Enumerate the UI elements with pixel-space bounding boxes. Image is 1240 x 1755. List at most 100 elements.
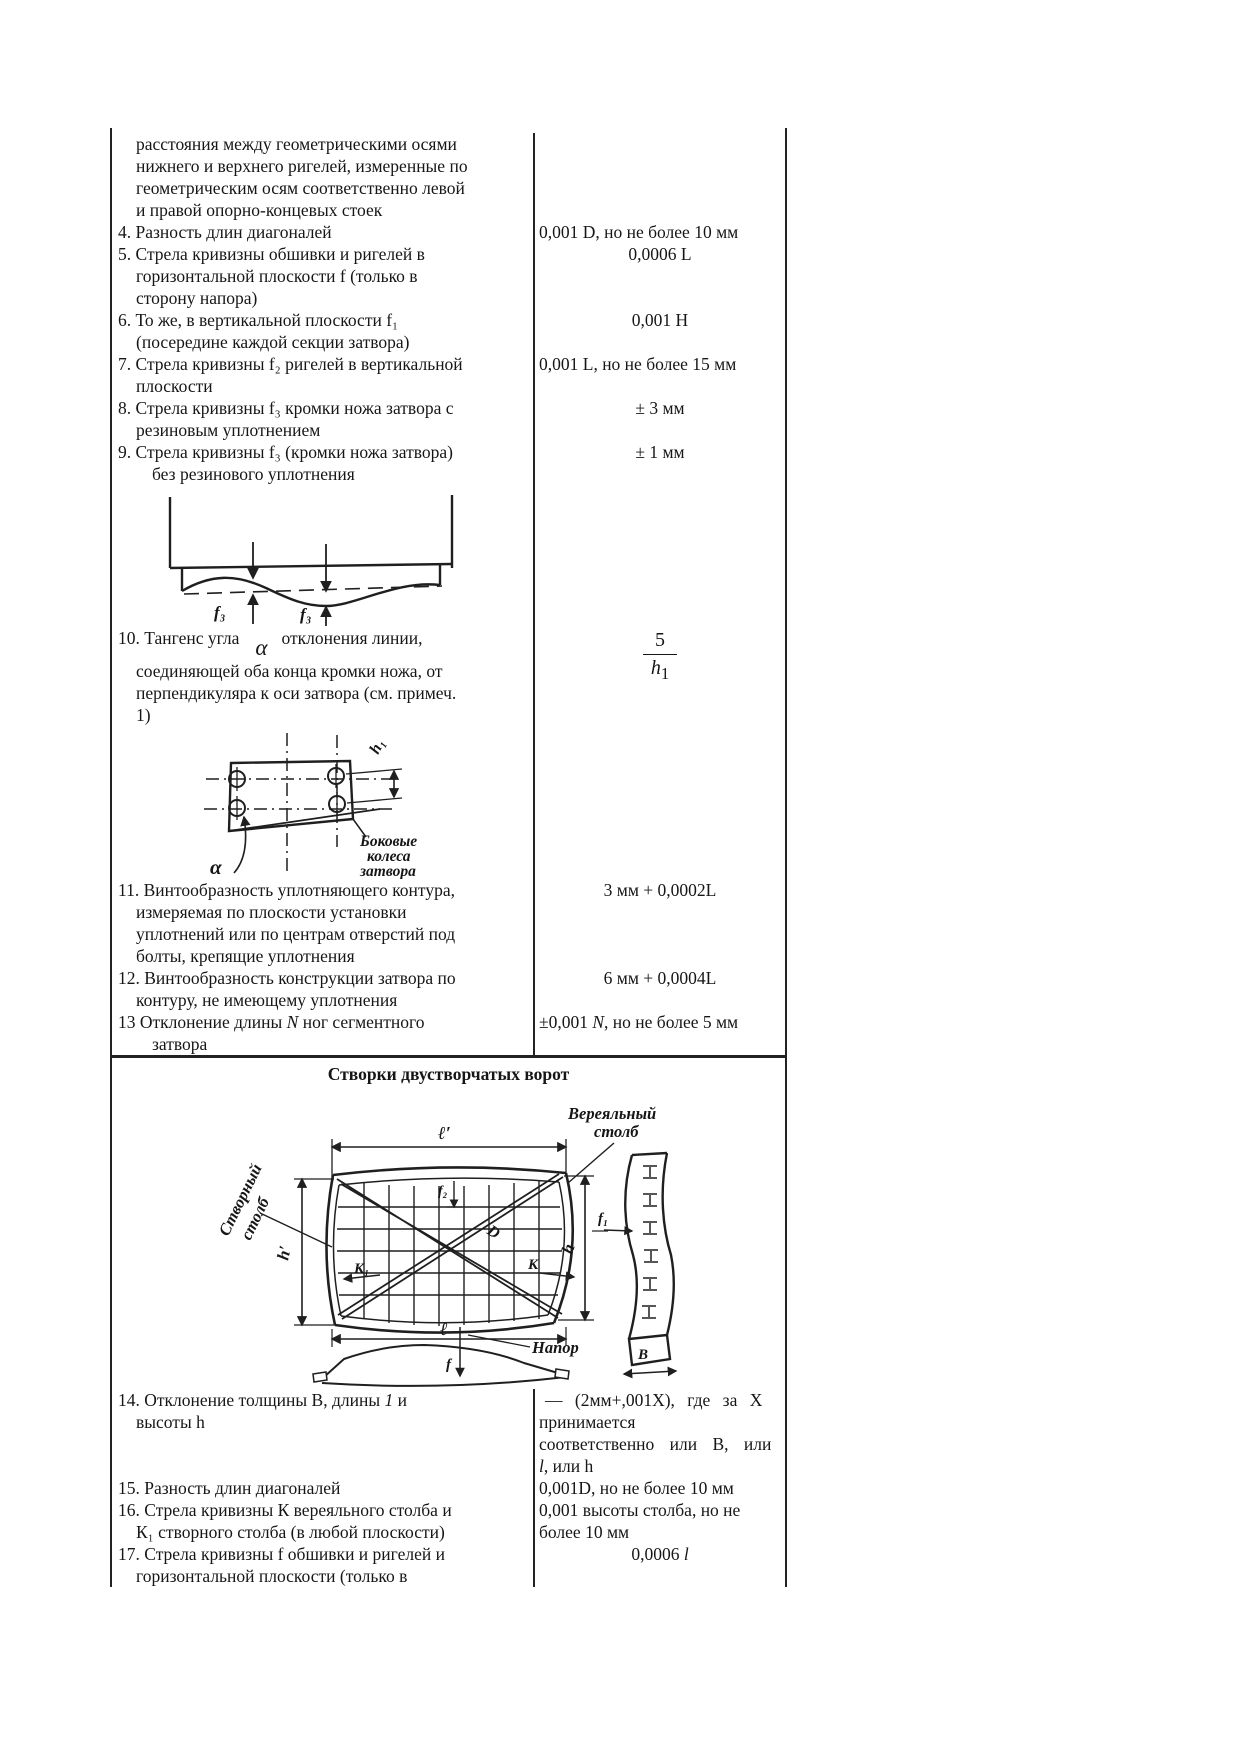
tolerance-line: 0,001 высоты столба, но не — [539, 1500, 741, 1520]
cell-tolerance: 0,001 высоты столба, но не более 10 мм — [535, 1499, 785, 1543]
text-line: горизонтальной плоскости (только в — [136, 1566, 408, 1586]
cell-tolerance: 0,001D, но не более 10 мм — [535, 1477, 785, 1499]
text-line: 17. Стрела кривизны f обшивки и ригелей … — [118, 1544, 445, 1564]
alpha-label: α — [210, 855, 222, 879]
text-line: перпендикуляра к оси затвора (см. примеч… — [136, 683, 457, 703]
cell-tolerance — [535, 485, 785, 626]
K-label: К — [527, 1257, 539, 1273]
cell-tolerance: 0,001 D, но не более 10 мм — [535, 221, 785, 243]
text-line: 16. Стрела кривизны К вереяльного столба… — [118, 1500, 452, 1520]
variable-l: 1 — [384, 1390, 394, 1410]
cell-description: 17. Стрела кривизны f обшивки и ригелей … — [112, 1543, 535, 1587]
cell-description: расстояния между геометрическими осями н… — [112, 133, 535, 221]
cell-figure: f₃ f₃ — [112, 485, 535, 626]
tolerance-value: ±0,001 N, но не более 5 мм — [535, 1011, 785, 1033]
h1-label: h₁ — [367, 736, 389, 757]
l-prime-label: ℓ′ — [438, 1123, 451, 1143]
text-line: К₁ створного столба (в любой плоскости) — [136, 1522, 445, 1542]
cell-description: 7. Стрела кривизны f₂ ригелей в вертикал… — [112, 353, 535, 397]
text-line: 7. Стрела кривизны f₂ ригелей в вертикал… — [118, 354, 463, 374]
text-line: контуру, не имеющему уплотнения — [136, 990, 398, 1010]
text-segment: 13 Отклонение длины — [118, 1012, 287, 1032]
tolerance-value: 0,001 H — [631, 310, 689, 330]
table-row-item-15: 15. Разность длин диагоналей 0,001D, но … — [112, 1477, 785, 1499]
text-line: плоскости — [136, 376, 213, 396]
f2-label: f₂ — [438, 1184, 448, 1199]
tolerance-value: ± 3 мм — [635, 398, 685, 418]
text-line: горизонтальной плоскости f (только в — [136, 266, 418, 286]
table-row-item-12: 12. Винтообразность конструкции затвора … — [112, 967, 785, 1011]
variable-l: l — [683, 1544, 689, 1564]
tolerance-line: более 10 мм — [539, 1522, 630, 1542]
cell-tolerance: 6 мм + 0,0004L — [535, 967, 785, 1011]
tolerance-line: соответственно или B, или — [539, 1434, 772, 1454]
text-segment: отклонения линии, — [281, 628, 423, 648]
text-line: 4. Разность длин диагоналей — [118, 222, 332, 242]
text-line: 11. Винтообразность уплотняющего контура… — [118, 880, 455, 900]
tolerance-table: расстояния между геометрическими осями н… — [110, 128, 787, 1587]
text-segment: 0,0006 — [631, 1544, 684, 1564]
text-line: затвора — [152, 1034, 208, 1054]
text-line: болты, крепящие уплотнения — [136, 946, 355, 966]
caption-line: затвора — [359, 863, 416, 879]
tolerance-value: 0,0006 l — [535, 1543, 785, 1565]
cell-tolerance: ± 3 мм — [535, 397, 785, 441]
cell-description: 15. Разность длин диагоналей — [112, 1477, 535, 1499]
cell-tolerance: 0,0006 l — [535, 1543, 785, 1587]
table-row-item-9: 9. Стрела кривизны f₃ (кромки ножа затво… — [112, 441, 785, 485]
text-line: 15. Разность длин диагоналей — [118, 1478, 341, 1498]
caption-line: Боковые — [359, 833, 417, 850]
f3-label: f₃ — [214, 603, 226, 622]
text-line: 14. Отклонение толщины B, длины 1 и — [112, 1389, 533, 1411]
text-segment: ног сегментного — [298, 1012, 425, 1032]
table-row-item-7: 7. Стрела кривизны f₂ ригелей в вертикал… — [112, 353, 785, 397]
tolerance-value: ± 1 мм — [635, 442, 685, 462]
text-line: сторону напора) — [136, 288, 258, 308]
cell-description: 8. Стрела кривизны f₃ кромки ножа затвор… — [112, 397, 535, 441]
text-segment: , или h — [543, 1456, 594, 1476]
fraction-bar — [643, 654, 677, 655]
cell-description: 9. Стрела кривизны f₃ (кромки ножа затво… — [112, 441, 535, 485]
diagonal-D-label: D — [483, 1222, 503, 1243]
table-row-item-8: 8. Стрела кривизны f₃ кромки ножа затвор… — [112, 397, 785, 441]
f1-label: f₁ — [598, 1211, 608, 1227]
section-header: Створки двустворчатых ворот — [327, 1064, 570, 1084]
cell-description: 11. Винтообразность уплотняющего контура… — [112, 879, 535, 967]
variable-N: N — [592, 1012, 605, 1032]
alpha-symbol: α — [255, 635, 268, 660]
table-row-item-11: 11. Винтообразность уплотняющего контура… — [112, 879, 785, 967]
fraction-denominator: h1 — [643, 657, 677, 683]
cell-description: 4. Разность длин диагоналей — [112, 221, 535, 243]
tolerance-value: 6 мм + 0,0004L — [603, 968, 717, 988]
cell-figure: h₁ α Боковые колеса затвора — [112, 726, 535, 879]
cell-tolerance: 5 h1 — [535, 626, 785, 726]
text-line: 1) — [136, 705, 151, 725]
l-label: ℓ — [440, 1319, 448, 1339]
tolerance-line: принимается — [539, 1412, 636, 1432]
post-label-vereyalny: столб — [594, 1122, 639, 1141]
text-line: 8. Стрела кривизны f₃ кромки ножа затвор… — [118, 398, 454, 418]
text-line: 6. То же, в вертикальной плоскости f₁ — [118, 310, 399, 330]
caption-line: колеса — [367, 848, 411, 865]
f3-label: f₃ — [300, 605, 312, 624]
cell-description: 5. Стрела кривизны обшивки и ригелей в г… — [112, 243, 535, 309]
cell-tolerance: ±0,001 N, но не более 5 мм — [535, 1011, 785, 1055]
text-line: резиновым уплотнением — [136, 420, 321, 440]
cell-tolerance — [535, 133, 785, 221]
text-segment: 10. Тангенс угла — [118, 628, 240, 648]
text-line: 13 Отклонение длины N ног сегментного — [112, 1011, 533, 1033]
cell-tolerance: 0,001 H — [535, 309, 785, 353]
table-row-item-14: 14. Отклонение толщины B, длины 1 и высо… — [112, 1389, 785, 1477]
text-line: уплотнений или по центрам отверстий под — [136, 924, 456, 944]
tolerance-value: 0,0006 L — [628, 244, 692, 264]
fraction-numerator: 5 — [655, 629, 665, 651]
cell-tolerance: 0,0006 L — [535, 243, 785, 309]
tolerance-line: — (2мм+,001X), где за X — [545, 1390, 763, 1410]
fraction-den-base: h — [650, 657, 661, 679]
cell-description: 13 Отклонение длины N ног сегментного за… — [112, 1011, 535, 1055]
h-prime-label: h′ — [273, 1244, 295, 1262]
text-line: геометрическим осям соответственно левой — [136, 178, 465, 198]
table-row-item-4: 4. Разность длин диагоналей 0,001 D, но … — [112, 221, 785, 243]
